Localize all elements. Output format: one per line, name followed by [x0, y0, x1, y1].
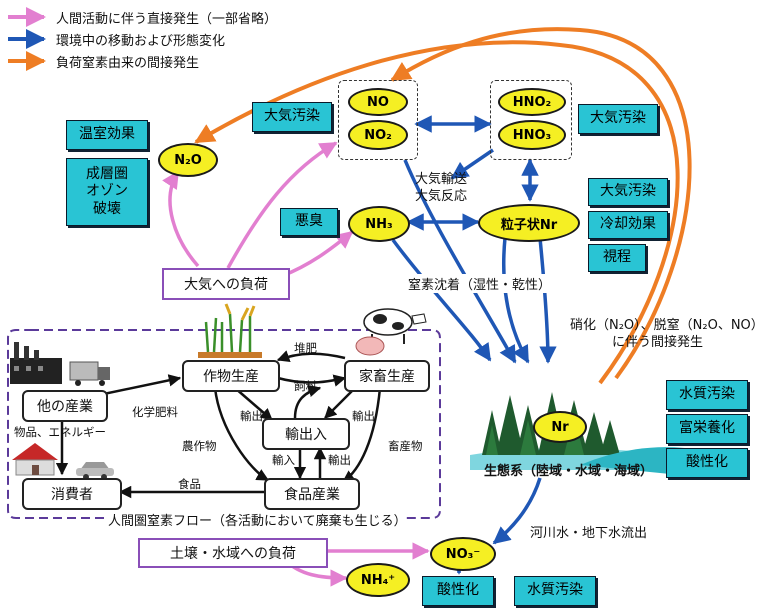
label-manure: 堆肥	[294, 341, 317, 355]
legend-label: 負荷窒素由来の間接発生	[56, 55, 200, 71]
label-import: 輸入	[272, 453, 295, 467]
human-sphere-frame	[7, 329, 441, 519]
no-oval: NO	[348, 88, 408, 116]
node-crop-production: 作物生産	[182, 360, 280, 392]
legend-item-indirect: 負荷窒素由来の間接発生	[48, 53, 200, 71]
legend-label: 環境中の移動および形態変化	[56, 33, 226, 49]
label-runoff: 河川水・地下水流出	[530, 526, 648, 541]
car-illustration	[76, 462, 114, 480]
effect-cooling: 冷却効果	[588, 211, 668, 239]
effect-acidification-bottom: 酸性化	[422, 576, 494, 606]
node-livestock-production: 家畜生産	[344, 360, 430, 392]
label-export-right: 輸出	[352, 409, 375, 423]
label-nitrification: 硝化（N₂O）、脱窒（N₂O、NO）	[570, 318, 764, 333]
hno3-oval: HNO₃	[498, 120, 566, 150]
effect-air-pollution-left: 大気汚染	[252, 102, 332, 132]
label-food: 食品	[178, 477, 201, 491]
effect-acidification-right: 酸性化	[666, 448, 748, 478]
label-feed: 飼料	[294, 379, 317, 393]
arrow-load-no	[226, 141, 338, 269]
arrow-crop-food	[213, 387, 270, 482]
particulate-nr-oval: 粒子状Nr	[478, 204, 580, 242]
legend-item-direct: 人間活動に伴う直接発生（一部省略）	[48, 9, 278, 27]
label-transport: 大気輸送	[415, 172, 468, 187]
nox-group	[338, 80, 418, 160]
effect-water-pollution-right: 水質汚染	[666, 380, 748, 410]
label-fertilizer: 化学肥料	[132, 405, 178, 419]
hno2-oval: HNO₂	[498, 88, 566, 116]
arrow-load-nh3	[281, 230, 354, 278]
effect-ozone: 成層圏 オゾン 破壊	[66, 158, 148, 226]
arrow-indirect-n2o	[194, 40, 680, 385]
label-indirect: に伴う間接発生	[612, 335, 704, 350]
node-other-industry: 他の産業	[22, 390, 108, 422]
effect-air-pollution-right: 大気汚染	[578, 104, 658, 134]
arrow-livestock-trade	[324, 387, 356, 419]
soil-water-load: 土壌・水域への負荷	[138, 538, 328, 568]
arrow-load-n2o	[162, 170, 200, 268]
effect-odor: 悪臭	[280, 208, 338, 236]
label-export-bottom: 輸出	[328, 453, 351, 467]
arrow-feed	[277, 374, 347, 387]
nh4-oval: NH₄⁺	[346, 563, 410, 597]
arrow-dep-particulate	[538, 237, 557, 364]
arrow-crop-trade	[234, 387, 273, 421]
human-flow-caption: 人間圏窒素フロー（各活動において廃棄も生じる）	[108, 514, 407, 529]
atmosphere-load: 大気への負荷	[162, 268, 290, 300]
nr-oval: Nr	[533, 411, 587, 443]
effect-eutrophication: 富栄養化	[666, 414, 748, 444]
effect-visibility: 視程	[588, 244, 646, 272]
arrow-dep-nh3	[391, 238, 492, 362]
label-livestock-products: 畜産物	[388, 439, 423, 453]
cow-pig-illustration	[355, 308, 427, 356]
arrow-indirect-no	[390, 27, 692, 380]
no2-oval: NO₂	[348, 120, 408, 150]
nh3-oval: NH₃	[348, 206, 410, 242]
house-illustration	[12, 443, 58, 476]
no3-oval: NO₃⁻	[430, 537, 496, 571]
n2o-oval: N₂O	[158, 143, 218, 177]
hno-group	[490, 80, 572, 160]
arrow-manure	[276, 350, 346, 363]
label-ecosystem: 生態系（陸域・水域・海域）	[484, 464, 654, 479]
factory-illustration	[10, 342, 110, 386]
label-export-left: 輸出	[240, 409, 263, 423]
node-consumer: 消費者	[22, 478, 122, 510]
effect-particulate-air: 大気汚染	[588, 178, 668, 206]
node-food-industry: 食品産業	[264, 478, 360, 510]
arrow-trade-livestock	[293, 384, 322, 419]
arrow-livestock-food	[341, 387, 382, 484]
arrow-dep-no	[403, 159, 517, 364]
legend-label: 人間活動に伴う直接発生（一部省略）	[56, 11, 278, 27]
arrow-dep-particulate-2	[501, 237, 530, 364]
node-trade: 輸出入	[262, 418, 350, 450]
effect-greenhouse: 温室効果	[66, 120, 148, 150]
label-crops: 農作物	[182, 439, 217, 453]
label-deposition: 窒素沈着（湿性・乾性）	[404, 274, 556, 293]
label-goods-energy: 物品、エネルギー	[14, 425, 106, 439]
arrow-hno-transport	[450, 148, 494, 180]
label-reaction: 大気反応	[415, 189, 468, 204]
effect-water-pollution-bottom: 水質汚染	[514, 576, 596, 606]
legend-item-transform: 環境中の移動および形態変化	[48, 31, 226, 49]
crops-illustration	[198, 303, 262, 358]
arrow-runoff	[492, 477, 542, 545]
